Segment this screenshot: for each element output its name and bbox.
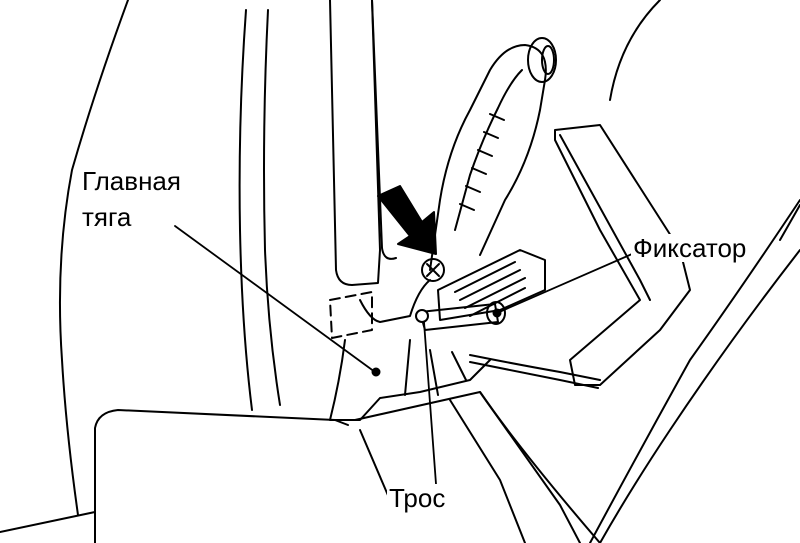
center-cover bbox=[330, 0, 380, 285]
mechanism-body bbox=[330, 340, 490, 420]
mechanism-body-2 bbox=[405, 340, 466, 395]
lower-console-line bbox=[360, 400, 525, 543]
lever-handle-inner bbox=[455, 70, 522, 230]
label-cable: Трос bbox=[387, 483, 448, 513]
leader-latch-dot bbox=[494, 310, 501, 317]
leader-latch bbox=[497, 254, 632, 313]
ratchet-plate bbox=[438, 250, 545, 320]
console-panel-inner bbox=[264, 10, 280, 405]
hidden-part-dashed bbox=[330, 292, 372, 338]
lever-knob bbox=[528, 38, 556, 82]
ratchet-ridges bbox=[455, 262, 525, 316]
lower-console bbox=[95, 410, 348, 543]
leader-main-rod-dot bbox=[373, 369, 380, 376]
lever-knob-inner bbox=[542, 46, 554, 74]
body-right-edge bbox=[610, 0, 660, 100]
body-left-edge bbox=[60, 0, 128, 515]
label-latch: Фиксатор bbox=[631, 233, 749, 263]
label-main-rod-line1: Главная bbox=[82, 166, 181, 196]
leader-cable bbox=[424, 318, 436, 484]
floor-edge bbox=[0, 512, 95, 532]
lower-console-line-2 bbox=[480, 392, 600, 543]
cable-line bbox=[470, 355, 600, 380]
pivot-bolt bbox=[422, 259, 444, 281]
label-main-rod-line2: тяга bbox=[82, 202, 132, 232]
right-bracket bbox=[555, 125, 690, 385]
lever-grip-ridges bbox=[460, 114, 504, 210]
door-sill-1 bbox=[600, 250, 800, 543]
door-sill-3 bbox=[780, 205, 800, 240]
leader-main-rod bbox=[175, 226, 375, 372]
door-sill-2 bbox=[590, 200, 800, 543]
pivot-bolt-cross bbox=[427, 264, 439, 276]
leader-cable-ring bbox=[416, 310, 428, 322]
lower-console-top bbox=[355, 392, 580, 543]
lever-handle bbox=[430, 45, 546, 270]
mechanism-base bbox=[360, 280, 430, 322]
center-cover-right bbox=[372, 0, 396, 259]
right-bracket-inner bbox=[560, 135, 650, 300]
cable-line-2 bbox=[470, 362, 598, 388]
latch-end bbox=[487, 302, 505, 324]
console-panel bbox=[240, 10, 252, 410]
direction-arrow bbox=[378, 186, 436, 254]
